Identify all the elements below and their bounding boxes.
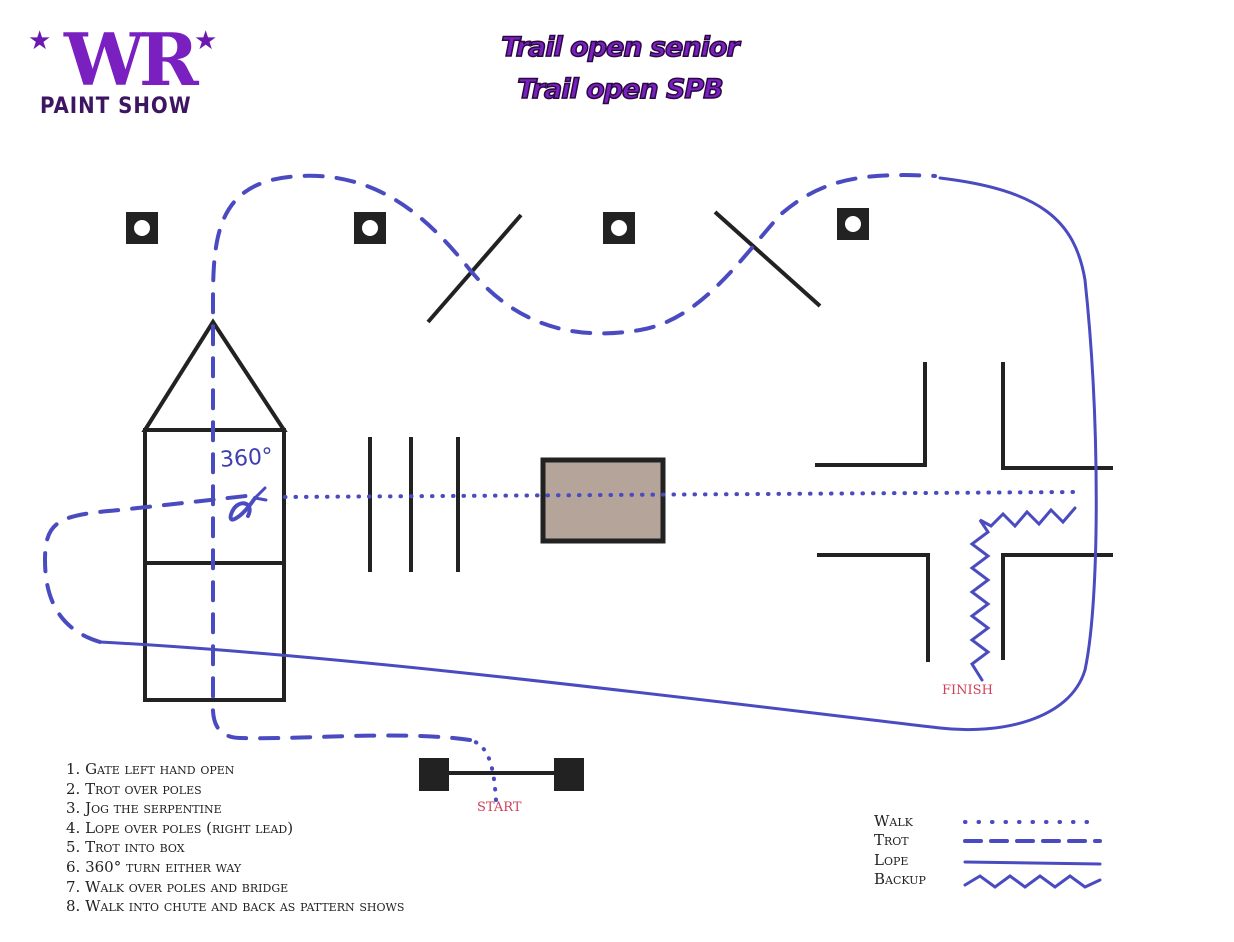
star-icon: ★	[194, 26, 218, 56]
instruction-item: 4. Lope over poles (right lead)	[66, 818, 294, 837]
instruction-item: 7. Walk over poles and bridge	[66, 877, 289, 896]
legend-backup-label: Backup	[874, 870, 926, 888]
legend-lope-sample	[963, 860, 1102, 866]
chute-wall-ur	[1001, 362, 1113, 470]
title-line-2: Trail open SPB	[516, 73, 724, 106]
marker-cone-1	[126, 212, 158, 244]
walk-path-start	[468, 738, 498, 802]
instructions-list: 1. Gate left hand open 2. Trot over pole…	[66, 760, 404, 917]
chute-wall-lr	[1001, 553, 1113, 660]
backup-path	[969, 506, 1077, 682]
chute-wall-ll	[817, 553, 930, 662]
turn-arrow-icon	[251, 486, 268, 502]
instruction-item: 3. Jog the serpentine	[66, 799, 222, 818]
instruction-item: 6. 360° turn either way	[66, 857, 242, 876]
finish-label: FINISH	[942, 683, 993, 698]
marker-cone-3	[603, 212, 635, 244]
marker-cone-4	[837, 208, 869, 240]
start-label: START	[477, 800, 522, 815]
bridge-box	[540, 457, 666, 544]
turn-360-mark	[228, 496, 257, 522]
chute-wall-ul	[815, 362, 927, 467]
instruction-item: 1. Gate left hand open	[66, 760, 235, 778]
walk-path	[283, 490, 1079, 499]
start-post-right	[554, 758, 584, 791]
logo-text: WR	[64, 17, 199, 102]
instruction-item: 5. Trot into box	[66, 838, 185, 857]
legend-backup-sample	[963, 874, 1102, 889]
instruction-item: 2. Trot over poles	[66, 779, 202, 798]
trot-path	[210, 173, 937, 742]
legend-walk-label: Walk	[874, 812, 913, 830]
serpentine-pole-2	[713, 210, 822, 308]
route	[42, 173, 1102, 889]
instruction-item: 8. Walk into chute and back as pattern s…	[66, 897, 405, 916]
wr-paint-show-logo: ★ ★ WR PAINT SHOW	[28, 20, 218, 121]
legend-lope-label: Lope	[874, 851, 909, 869]
star-icon: ★	[28, 26, 52, 56]
title-line-1: Trail open senior	[501, 31, 741, 64]
logo-subtitle: PAINT SHOW	[40, 94, 192, 119]
obstacles	[126, 208, 1113, 791]
marker-cone-2	[354, 212, 386, 244]
legend-trot-label: Trot	[874, 831, 909, 849]
lope-path	[98, 176, 1098, 732]
start-post-left	[419, 758, 449, 791]
serpentine-pole-1	[426, 213, 523, 324]
turn-360-label: 360°	[219, 444, 274, 473]
trot-path-to-box	[42, 493, 257, 644]
